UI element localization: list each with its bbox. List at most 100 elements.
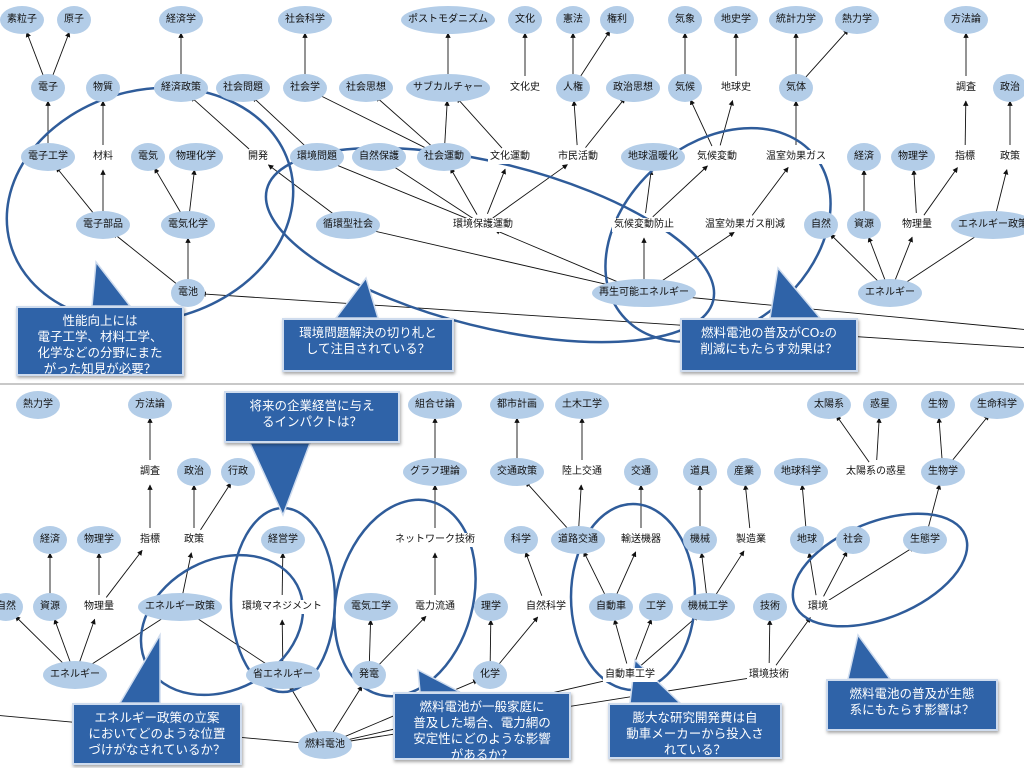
concept-node: 環境保護運動	[451, 218, 515, 232]
concept-node: 生命科学	[970, 391, 1024, 419]
concept-node: 権利	[600, 6, 634, 34]
concept-node: 化学	[473, 661, 507, 689]
concept-node: サブカルチャー	[406, 74, 490, 102]
concept-node: 輸送機器	[619, 533, 663, 547]
concept-node: 経済学	[159, 6, 203, 34]
concept-node: 理学	[474, 593, 508, 621]
concept-node: 指標	[953, 150, 977, 164]
link-jidoshakogyo-to-kogaku	[633, 618, 653, 664]
link-onshitsusakugen-to-onshitsugas	[751, 166, 789, 216]
concept-node: 政治	[177, 458, 211, 486]
link-kikobochi-to-ondanka	[645, 169, 654, 214]
concept-node: 政策	[182, 533, 206, 547]
link-kankyohogo-to-kankyomondai	[328, 161, 473, 221]
link-seibutsugaku-to-seibutsu	[936, 417, 943, 461]
concept-node: 経営学	[261, 526, 305, 554]
concept-node: 指標	[138, 533, 162, 547]
concept-node: エネルギー政策	[951, 211, 1024, 239]
link-denshibuhin-to-denshikogaku	[55, 166, 96, 216]
link-denshi-to-sosoryushi	[25, 31, 45, 77]
concept-node: 環境マネジメント	[240, 600, 324, 614]
link-saisei-to-onshitsusakugen	[653, 231, 735, 287]
link-kankyohogo-to-shiminkatsudo	[492, 164, 568, 219]
question-callout: 性能向上には電子工学、材料工学、化学などの分野にまたがった知見が必要？	[16, 306, 184, 376]
concept-node: 環境問題	[290, 143, 344, 171]
concept-node: 物理学	[77, 526, 121, 554]
concept-node: 都市計画	[490, 391, 544, 419]
concept-node: 道具	[683, 458, 717, 486]
link-butsuriryo-to-butsurigaku	[911, 169, 917, 214]
concept-map-panel-bottom: 熱力学方法論組合せ論都市計画土木工学太陽系惑星生物生命科学調査政治行政グラフ理論…	[0, 385, 1024, 768]
link-nenryodenchi-to-hatsuden	[331, 685, 363, 736]
concept-node: 発電	[352, 661, 386, 689]
concept-node: 調査	[954, 81, 978, 95]
concept-node: 省エネルギー	[246, 661, 320, 689]
concept-node: 産業	[727, 458, 761, 486]
concept-node: 人権	[556, 74, 590, 102]
concept-node: 太陽系の惑星	[844, 465, 908, 479]
concept-node: 温室効果ガス	[764, 150, 828, 164]
link-seibutsugaku-to-seimeikagaku	[950, 414, 990, 463]
link-saisei-to-kankyohogo	[494, 229, 634, 289]
concept-node: 行政	[221, 458, 255, 486]
concept-node: 資源	[847, 211, 881, 239]
link-butsuriryo-to-shihyo	[923, 167, 958, 216]
concept-node: 気候	[668, 74, 702, 102]
concept-node: 方法論	[128, 391, 172, 419]
concept-node: 生物学	[921, 458, 965, 486]
concept-node: 政治思想	[606, 74, 660, 102]
link-denchi-to-denshibuhin	[112, 232, 179, 286]
link-kikobochi-to-kikohendo	[652, 165, 708, 218]
link-jidoshakogyo-to-kikaikogaku	[638, 615, 699, 668]
link-kankyohogo-to-shakaiundo	[450, 167, 478, 215]
concept-node: 憲法	[556, 6, 590, 34]
concept-node: 組合せ論	[408, 391, 462, 419]
concept-node: 電気工学	[344, 593, 398, 621]
concept-node: 土木工学	[555, 391, 609, 419]
concept-node: 陸上交通	[560, 465, 604, 479]
highlight-ellipse	[791, 512, 969, 628]
link-kaihatsu-to-keizaiseisaku	[190, 96, 250, 150]
concept-node: 惑星	[863, 391, 897, 419]
concept-node: 地球科学	[774, 458, 828, 486]
concept-node: 自然	[804, 211, 838, 239]
question-callout: 燃料電池が一般家庭に普及した場合、電力網の安定性にどのような影響があるか？	[393, 692, 571, 762]
link-hatsuden-to-denryoku	[377, 615, 427, 667]
concept-node: ポストモダニズム	[401, 6, 495, 34]
concept-node: 自然	[0, 593, 23, 621]
concept-node: 物理量	[82, 600, 116, 614]
concept-node: 電子工学	[21, 143, 75, 171]
link-kagaku2-to-rigaku	[488, 619, 494, 664]
link-offright2-to-saisei	[656, 292, 1024, 330]
link-energy-to-shigen	[867, 236, 887, 282]
concept-node: 文化運動	[488, 150, 532, 164]
link-butsuriryo2-to-shihyo2	[105, 549, 143, 598]
question-callout: 環境問題解決の切り札として注目されている？	[282, 318, 454, 372]
link-energy2-to-shigen2	[53, 618, 72, 664]
link-energy2-to-butsuriryo2	[78, 618, 96, 664]
question-callout: エネルギー政策の立案においてどのような位置づけがなされているか？	[72, 703, 242, 765]
concept-node: 技術	[753, 593, 787, 621]
link-seisaku2-to-gyosei	[200, 482, 232, 531]
link-shakaiundo-to-subculture	[444, 100, 450, 146]
concept-node: 道路交通	[551, 526, 605, 554]
concept-node: 素粒子	[0, 6, 44, 34]
concept-node: 気候変動	[695, 150, 739, 164]
concept-node: 気候変動防止	[612, 218, 676, 232]
concept-node: 文化史	[508, 81, 542, 95]
concept-node: 政策	[998, 150, 1022, 164]
link-kikaikogaku-to-seizogyo	[714, 550, 745, 598]
panel-divider	[0, 383, 1024, 385]
highlight-ellipse	[333, 498, 477, 698]
concept-node: 社会科学	[278, 6, 332, 34]
link-shoenergy-to-kankyomanage	[279, 619, 285, 664]
link-energy2-to-shizen2	[14, 615, 67, 667]
link-kankyohogo-to-shizenhogo	[389, 163, 474, 219]
concept-node: 経済	[33, 526, 67, 554]
concept-node: 交通政策	[490, 458, 544, 486]
link-kankyo-to-shakai2	[823, 551, 848, 597]
concept-node: 機械	[683, 526, 717, 554]
concept-node: 工学	[639, 593, 673, 621]
callout-pointer	[769, 266, 822, 319]
